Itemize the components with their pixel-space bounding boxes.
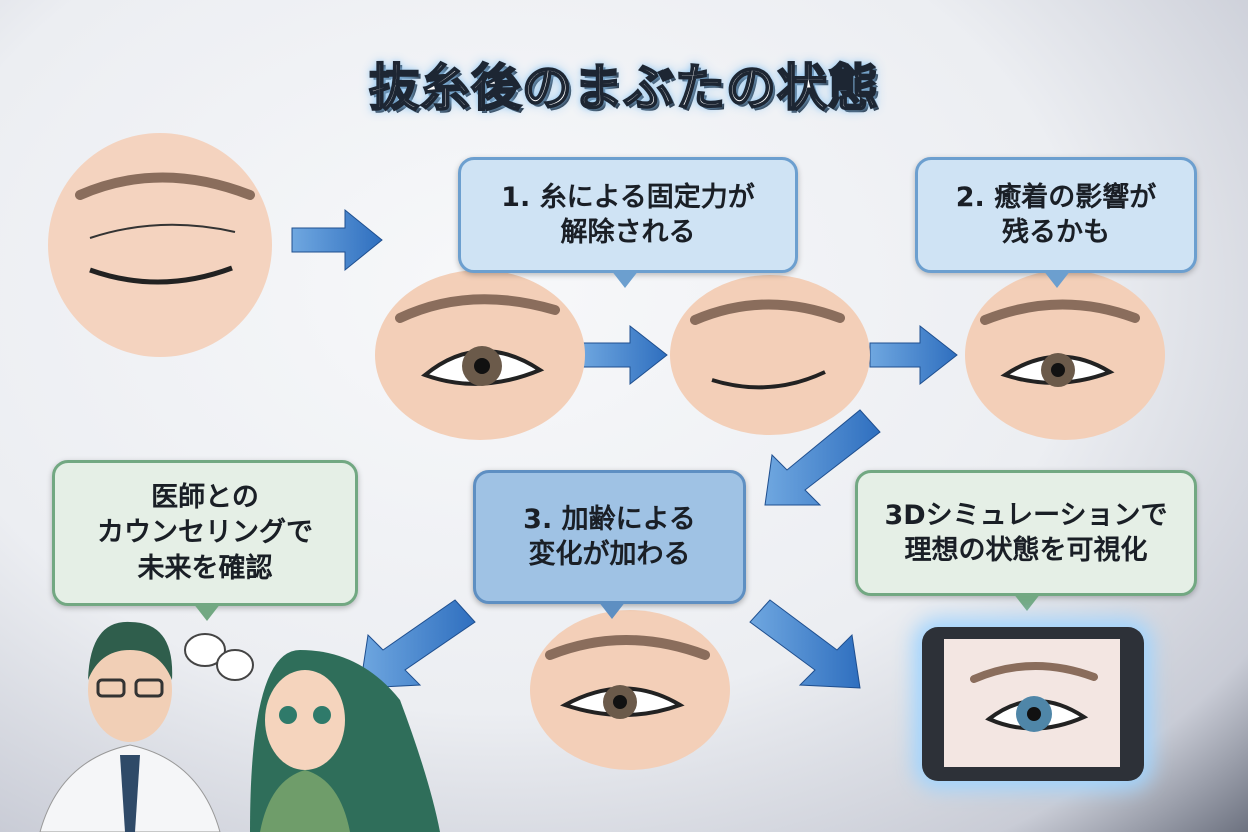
doctor-counseling-callout: 医師とのカウンセリングで未来を確認: [52, 460, 358, 621]
step-2-line2: 残るかも: [1001, 217, 1110, 248]
open-eye: [965, 270, 1165, 440]
arrow-right-icon: [291, 208, 383, 272]
arrow-down-left-icon: [764, 409, 881, 506]
step-1-callout: 1. 糸による固定力が解除される: [458, 157, 798, 288]
sim-line2: 理想の状態を可視化: [904, 535, 1148, 566]
speech-bubbles-icon: [184, 633, 254, 681]
doctor-line3: 未来を確認: [137, 552, 273, 584]
doctor-line1: 医師との: [151, 482, 259, 514]
callout-tail: [1043, 270, 1071, 288]
simulated-eye: [970, 662, 1098, 732]
arrow-right-icon: [869, 324, 958, 386]
arrow-down-right-icon: [749, 599, 861, 689]
step-3-callout: 3. 加齢による変化が加わる: [473, 470, 746, 619]
arrow-down-left-icon: [359, 599, 476, 689]
step-2-callout: 2. 癒着の影響が残るかも: [915, 157, 1197, 288]
callout-tail: [598, 601, 626, 619]
callout-tail: [193, 603, 221, 621]
open-eye: [375, 270, 585, 440]
tablet-screen: [944, 639, 1120, 767]
closed-eye-with-stitches: [48, 133, 272, 357]
step-1-line1: 1. 糸による固定力が: [501, 181, 755, 213]
aged-eye: [530, 610, 730, 770]
tablet-illustration: [922, 627, 1144, 781]
step-1-line2: 解除される: [560, 217, 696, 248]
arrow-right-icon: [579, 324, 668, 386]
patient-illustration: [250, 650, 440, 832]
step-2-line1: 2. 癒着の影響が: [955, 181, 1157, 213]
simulation-callout: 3Dシミュレーションで理想の状態を可視化: [855, 470, 1197, 611]
page-title: 抜糸後のまぶたの状態: [368, 58, 879, 118]
callout-tail: [611, 270, 639, 288]
closed-eye: [670, 275, 870, 435]
callout-tail: [1013, 593, 1041, 611]
step-3-line2: 変化が加わる: [528, 539, 691, 570]
sim-line1: 3Dシミュレーションで: [884, 499, 1168, 531]
doctor-line2: カウンセリングで: [97, 517, 313, 549]
step-3-line1: 3. 加齢による: [523, 503, 696, 535]
doctor-illustration: [39, 621, 221, 832]
